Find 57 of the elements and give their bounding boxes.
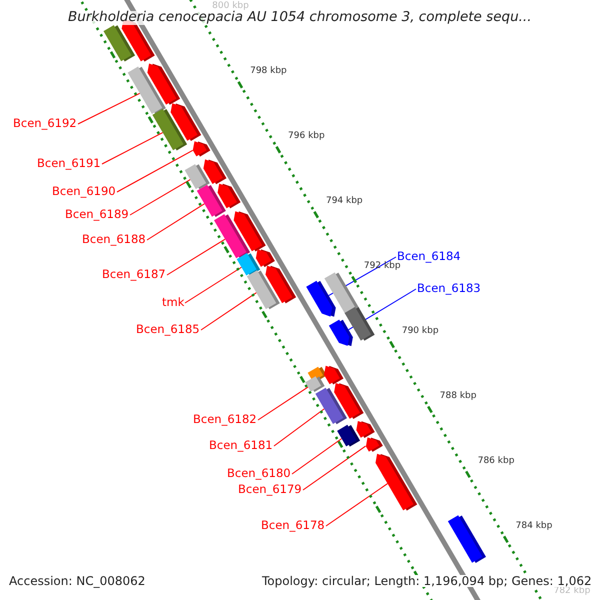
genome-info-text: Topology: circular; Length: 1,196,094 bp; Genes: 1,062 [262, 575, 592, 587]
scale-label: 796 kbp [288, 132, 325, 142]
gene-label: Bcen_6182 [193, 414, 257, 426]
leader-line [102, 132, 164, 164]
leader-line [116, 150, 194, 192]
leader-line [258, 386, 308, 420]
gene-label: Bcen_6190 [52, 186, 116, 198]
leader-line [78, 92, 140, 124]
scale-label: 798 kbp [250, 67, 287, 76]
scale-label: 786 kbp [478, 456, 514, 466]
gene-block [356, 421, 375, 438]
gene-label: Bcen_6183 [417, 283, 481, 294]
gene-label: Bcen_6189 [65, 209, 129, 220]
leader-line [326, 483, 388, 526]
gene-block [203, 159, 226, 184]
title: Burkholderia cenocepacia AU 1054 chromosome 3, complete sequ... [68, 11, 532, 24]
gene-block [192, 141, 210, 157]
scale-label: 794 kbp [326, 197, 363, 206]
gene-block [147, 64, 180, 105]
gene-label: Bcen_6178 [261, 520, 325, 532]
leader-line [184, 266, 242, 304]
gene-label: Bcen_6187 [102, 269, 166, 280]
scale-label: 784 kbp [516, 522, 552, 531]
scale-label: 792 kbp [364, 262, 401, 272]
gene-block [234, 211, 266, 252]
gene-block [324, 366, 344, 384]
gene-block [337, 424, 360, 447]
gene-block [256, 249, 275, 268]
leader-line [274, 408, 325, 446]
gene-block [334, 383, 364, 419]
gene-label: Bcen_6184 [397, 251, 461, 262]
leader-line [302, 446, 366, 490]
gene-block [366, 437, 383, 452]
gene-block [376, 454, 418, 511]
gene-label: Bcen_6191 [37, 158, 101, 170]
gene-block [218, 184, 241, 208]
gene-block [170, 103, 202, 141]
gene-label: Bcen_6180 [227, 468, 291, 480]
gene-label: tmk [162, 297, 184, 308]
gene-label: Bcen_6188 [82, 234, 146, 246]
gene-label: Bcen_6179 [238, 484, 302, 496]
gene-block [448, 515, 486, 563]
gene-label: Bcen_6192 [13, 118, 77, 130]
leader-line [200, 292, 257, 330]
leader-line [166, 238, 226, 276]
gene-label: Bcen_6185 [136, 324, 200, 336]
leader-line [292, 438, 342, 474]
gene-label: Bcen_6181 [209, 440, 273, 452]
scale-label: 788 kbp [440, 392, 476, 402]
gene-block [328, 320, 353, 346]
leader-line [130, 179, 191, 216]
gene-block [305, 376, 325, 392]
scale-label: 800 kbp [212, 2, 249, 12]
accession-text: Accession: NC_008062 [9, 575, 146, 587]
gene-block [266, 266, 296, 304]
leader-line [146, 203, 205, 240]
scale-label: 790 kbp [402, 327, 439, 336]
